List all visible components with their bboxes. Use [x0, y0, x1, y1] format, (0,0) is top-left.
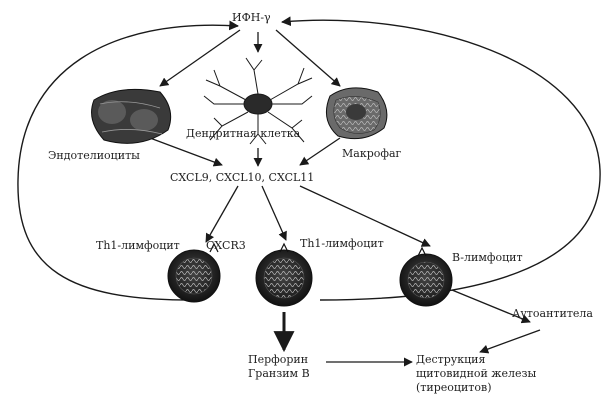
arrow-macrophage-chemokines — [300, 138, 340, 165]
arrow-endothelium-chemokines — [150, 138, 222, 165]
label-endotheliocytes: Эндотелиоциты — [48, 150, 140, 162]
arrow-ifn-macrophage — [276, 30, 340, 86]
label-th1-left: Th1-лимфоцит — [96, 240, 180, 252]
arrow-chemokines-th1-mid — [262, 186, 286, 240]
arrow-autoantibodies-destruction — [480, 330, 540, 352]
label-b-lymphocyte: B-лимфоцит — [452, 252, 523, 264]
label-dendritic-cell: Дендритная клетка — [186, 128, 300, 140]
arrow-chemokines-th1-left — [206, 186, 238, 242]
label-th1-mid: Th1-лимфоцит — [300, 238, 384, 250]
label-ifn: ИФН-γ — [232, 12, 271, 24]
loop-right — [282, 20, 600, 300]
label-autoantibodies: Аутоантитела — [512, 308, 593, 320]
arrow-ifn-endothelium — [160, 30, 240, 86]
macrophage-graphic — [326, 88, 386, 139]
label-macrophage: Макрофаг — [342, 148, 401, 160]
label-granzyme: Гранзим B — [248, 368, 310, 380]
th1-mid-graphic — [256, 244, 312, 306]
endotheliocytes-graphic — [92, 89, 171, 143]
label-destruction-line2: щитовидной железы — [416, 368, 536, 380]
th1-left-graphic — [168, 244, 220, 302]
label-chemokines: CXCL9, CXCL10, CXCL11 — [170, 172, 314, 184]
label-destruction-line3: (тиреоцитов) — [416, 382, 491, 394]
label-cxcr3: CXCR3 — [206, 240, 246, 252]
b-lymphocyte-graphic — [400, 248, 452, 306]
label-perforin: Перфорин — [248, 354, 308, 366]
label-destruction-line1: Деструкция — [416, 354, 485, 366]
